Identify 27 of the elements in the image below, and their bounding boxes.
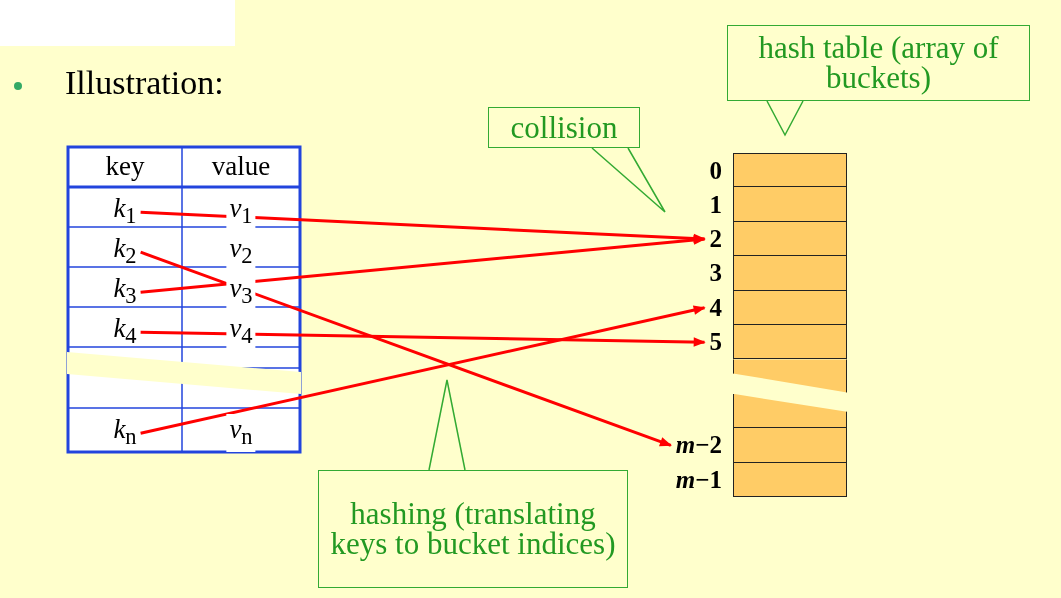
arrow: [140, 235, 706, 294]
callout-box: hash table (array of buckets): [727, 25, 1030, 101]
column-header: key: [105, 151, 145, 181]
bucket-cell: [733, 393, 847, 429]
value-text: v$_{n}$: [226, 414, 256, 453]
arrow: [140, 210, 706, 244]
arrow: [140, 250, 672, 447]
key-text: k$_{3}$: [113, 273, 137, 312]
key-text: k$_{n}$: [113, 414, 137, 453]
bucket-index: 5: [709, 328, 722, 357]
callout-pointer: [766, 100, 804, 137]
bucket-index: 3: [709, 259, 722, 288]
bucket-index: m−2: [675, 431, 722, 460]
bucket-index: 4: [709, 293, 722, 322]
bucket-index: m−1: [675, 465, 722, 494]
bullet-text: Illustration:: [65, 68, 224, 98]
bucket-index: 1: [709, 190, 722, 219]
bucket-index: 2: [709, 225, 722, 253]
key-text: k$_{1}$: [113, 193, 137, 232]
arrow: [140, 305, 706, 435]
arrow: [140, 330, 706, 347]
callout-box: hashing (translating keys to bucket indices): [318, 470, 628, 588]
bucket-index: 0: [709, 157, 722, 186]
callout-box: collision: [488, 107, 640, 148]
column-header: value: [211, 151, 271, 181]
key-text: k$_{2}$: [113, 233, 137, 272]
key-text: k$_{4}$: [113, 313, 137, 352]
